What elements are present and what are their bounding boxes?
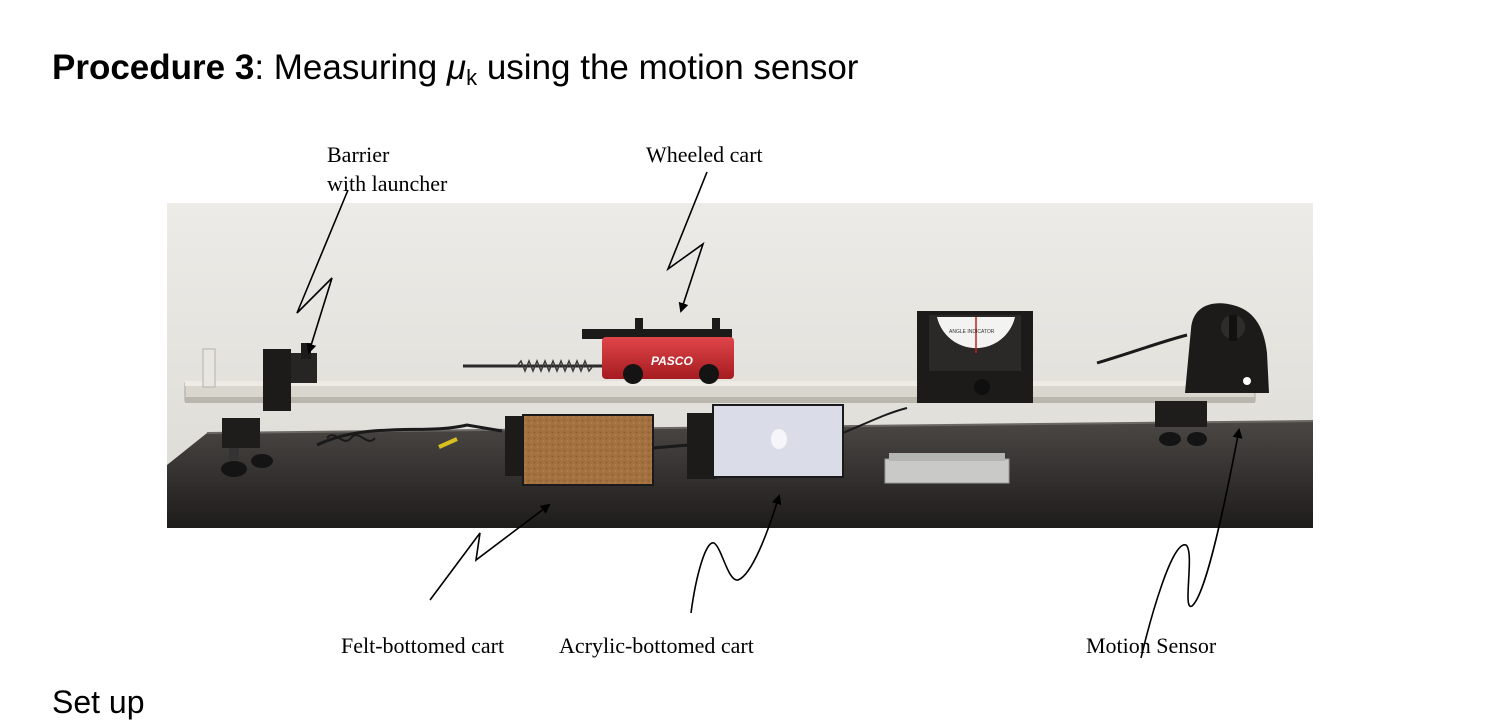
barrier-with-launcher [263, 343, 317, 411]
acrylic-cart-arrow [690, 494, 782, 614]
right-leveling-foot [1155, 401, 1207, 446]
label-arrows [296, 171, 1243, 659]
angle-indicator-text: ANGLE INDICATOR [949, 329, 995, 335]
apparatus-photo: PASCO ANGLE INDICATOR [167, 203, 1313, 528]
label-felt-cart: Felt-bottomed cart [341, 633, 505, 658]
wheeled-cart-arrow [666, 171, 708, 313]
aluminum-block [884, 453, 1010, 484]
mu-symbol: μ [446, 48, 467, 87]
label-barrier: Barrier with launcher [327, 140, 447, 198]
label-barrier-line1: Barrier [327, 142, 390, 167]
label-motion-sensor: Motion Sensor [1086, 633, 1217, 658]
apparatus-illustration: PASCO ANGLE INDICATOR [167, 203, 1313, 528]
wheeled-cart: PASCO [463, 318, 734, 384]
motion-sensor-arrow [1140, 428, 1243, 659]
mu-subscript: k [466, 65, 478, 90]
procedure-heading: Procedure 3: Measuring μk using the moti… [52, 48, 859, 90]
cart-brand-text: PASCO [651, 354, 693, 368]
motion-sensor [1096, 303, 1269, 393]
felt-bottomed-cart [316, 414, 713, 486]
setup-heading: Set up [52, 684, 145, 720]
heading-text-before: Measuring [264, 48, 447, 87]
angle-indicator: ANGLE INDICATOR [917, 311, 1033, 403]
felt-cart-arrow [429, 503, 551, 601]
left-leveling-foot [221, 418, 273, 477]
heading-text-after: using the motion sensor [477, 48, 859, 87]
procedure-number: Procedure 3 [52, 48, 255, 87]
label-wheeled-cart: Wheeled cart [646, 142, 763, 167]
heading-colon: : [254, 48, 265, 87]
label-barrier-line2: with launcher [327, 171, 448, 196]
label-acrylic-cart: Acrylic-bottomed cart [559, 633, 754, 658]
acrylic-bottomed-cart [687, 404, 908, 479]
barrier-arrow [296, 189, 349, 354]
